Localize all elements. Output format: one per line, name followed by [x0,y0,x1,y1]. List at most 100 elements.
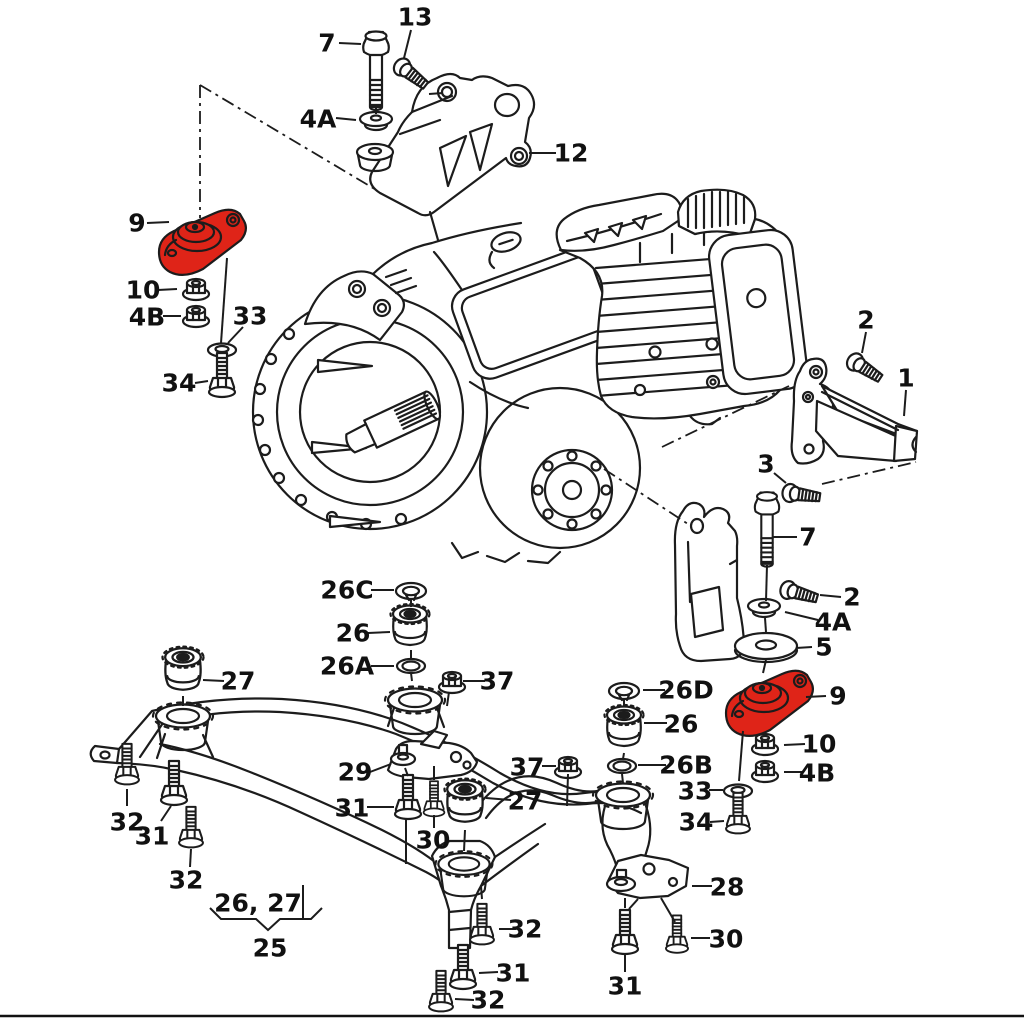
axis-left-diagonal [199,84,379,192]
connector-line-22 [480,885,483,900]
bushing-26-mid [389,602,431,647]
mount-9-right [724,669,815,737]
part-label-34-right: 34 [679,808,714,837]
part-label-32-mid: 32 [508,915,543,944]
part-label-5: 5 [815,633,832,662]
bolt-34-right [725,791,751,835]
connector-line-5 [764,617,767,633]
bolt-3 [780,481,823,508]
axis-bolt3-to-bracket1 [821,461,917,485]
gear-case-ribs [594,250,798,398]
connector-line-15 [622,752,625,760]
connector-line-0 [220,257,228,344]
part-label-31-right: 31 [608,972,643,1001]
tower-right [591,780,655,831]
nut-10-right [750,732,780,757]
part-label-31-left: 31 [135,822,170,851]
connector-line-20 [628,898,639,910]
part-label-32-left2: 32 [169,866,204,895]
part-label-4a-top: 4A [300,105,337,134]
bolt-31-mid [393,773,423,821]
part-label-7-right: 7 [799,523,816,552]
bolt-32-mid [469,902,495,946]
part-label-37-top: 37 [480,667,515,696]
part-label-28: 28 [710,873,745,902]
leader-29 [369,763,392,773]
part-label-10-left: 10 [126,276,161,305]
ring-26a [395,657,427,675]
bolt-32-left2 [178,805,204,849]
bolt-7-right [753,491,781,568]
bolt-13 [389,54,433,94]
connector-line-3 [428,92,444,95]
part-label-31-mid: 31 [335,794,370,823]
nut-4b-right [750,759,780,784]
leader-31-bottom [478,971,499,974]
stop-5 [733,631,799,664]
bolt-32-bottom [428,969,454,1013]
leader-1 [903,389,907,417]
bolt-7-top [362,30,390,112]
part-label-32-left1: 32 [110,808,145,837]
connector-line-1 [738,730,744,782]
washer-4a-top [358,110,394,132]
part-label-25: 25 [253,934,288,963]
bolt-31-right [610,908,640,956]
connector-line-6 [762,659,767,674]
bolt-30-mid [422,780,446,818]
leader-2-right [819,594,842,598]
bolt-2-right [777,578,821,609]
connector-line-13 [463,829,466,852]
part-label-34-left: 34 [162,369,197,398]
nut-37-top [437,670,467,695]
bolt-31-bottom [448,943,478,991]
transmission-gearbox [251,188,809,565]
bolt-34-left [207,351,237,399]
washer-4a-right [746,597,782,619]
washer-26c [394,581,428,602]
part-label-2-top: 2 [857,306,874,335]
part-label-3: 3 [757,450,774,479]
leader-32-left2 [189,848,192,868]
differential-flange-holes [532,450,612,530]
part-label-26c: 26C [320,576,373,605]
bushing-27-center [443,777,487,823]
part-label-32-bottom: 32 [471,986,506,1015]
bracket-12 [369,72,536,242]
leader-31-left [160,805,172,822]
washer-26d [607,681,641,702]
ring-26b [606,757,638,775]
leader-26-mid [367,631,391,634]
leader-4a-top [335,117,357,121]
part-label-27-center: 27 [508,787,543,816]
connector-line-17 [404,767,409,777]
part-label-26b: 26B [659,751,713,780]
leader-33-left [227,326,244,344]
part-label-10-right: 10 [802,730,837,759]
connector-line-11 [566,773,569,807]
part-label-30-mid: 30 [416,826,451,855]
subframe [89,697,652,950]
part-label-27-left: 27 [221,667,256,696]
bracket-29 [386,729,479,781]
part-label-2-right: 2 [843,583,860,612]
connector-line-16 [621,773,624,784]
part-label-33-right: 33 [678,777,713,806]
leader-10-right [783,743,806,746]
axis-diff-to-bracket [603,468,689,525]
leader-34-left [194,380,209,384]
leader-2-top [861,331,867,354]
connector-line-9 [410,672,413,682]
leader-13 [403,29,412,59]
leader-34-right [709,820,725,823]
part-label-4b-left: 4B [129,303,165,332]
connector-line-10 [446,691,450,707]
leader-32-bottom [454,998,475,1001]
oil-filler-cap [490,231,522,253]
nut-10-left [181,277,211,302]
bracket-1 [790,357,919,465]
leader-4a-right [784,611,819,621]
